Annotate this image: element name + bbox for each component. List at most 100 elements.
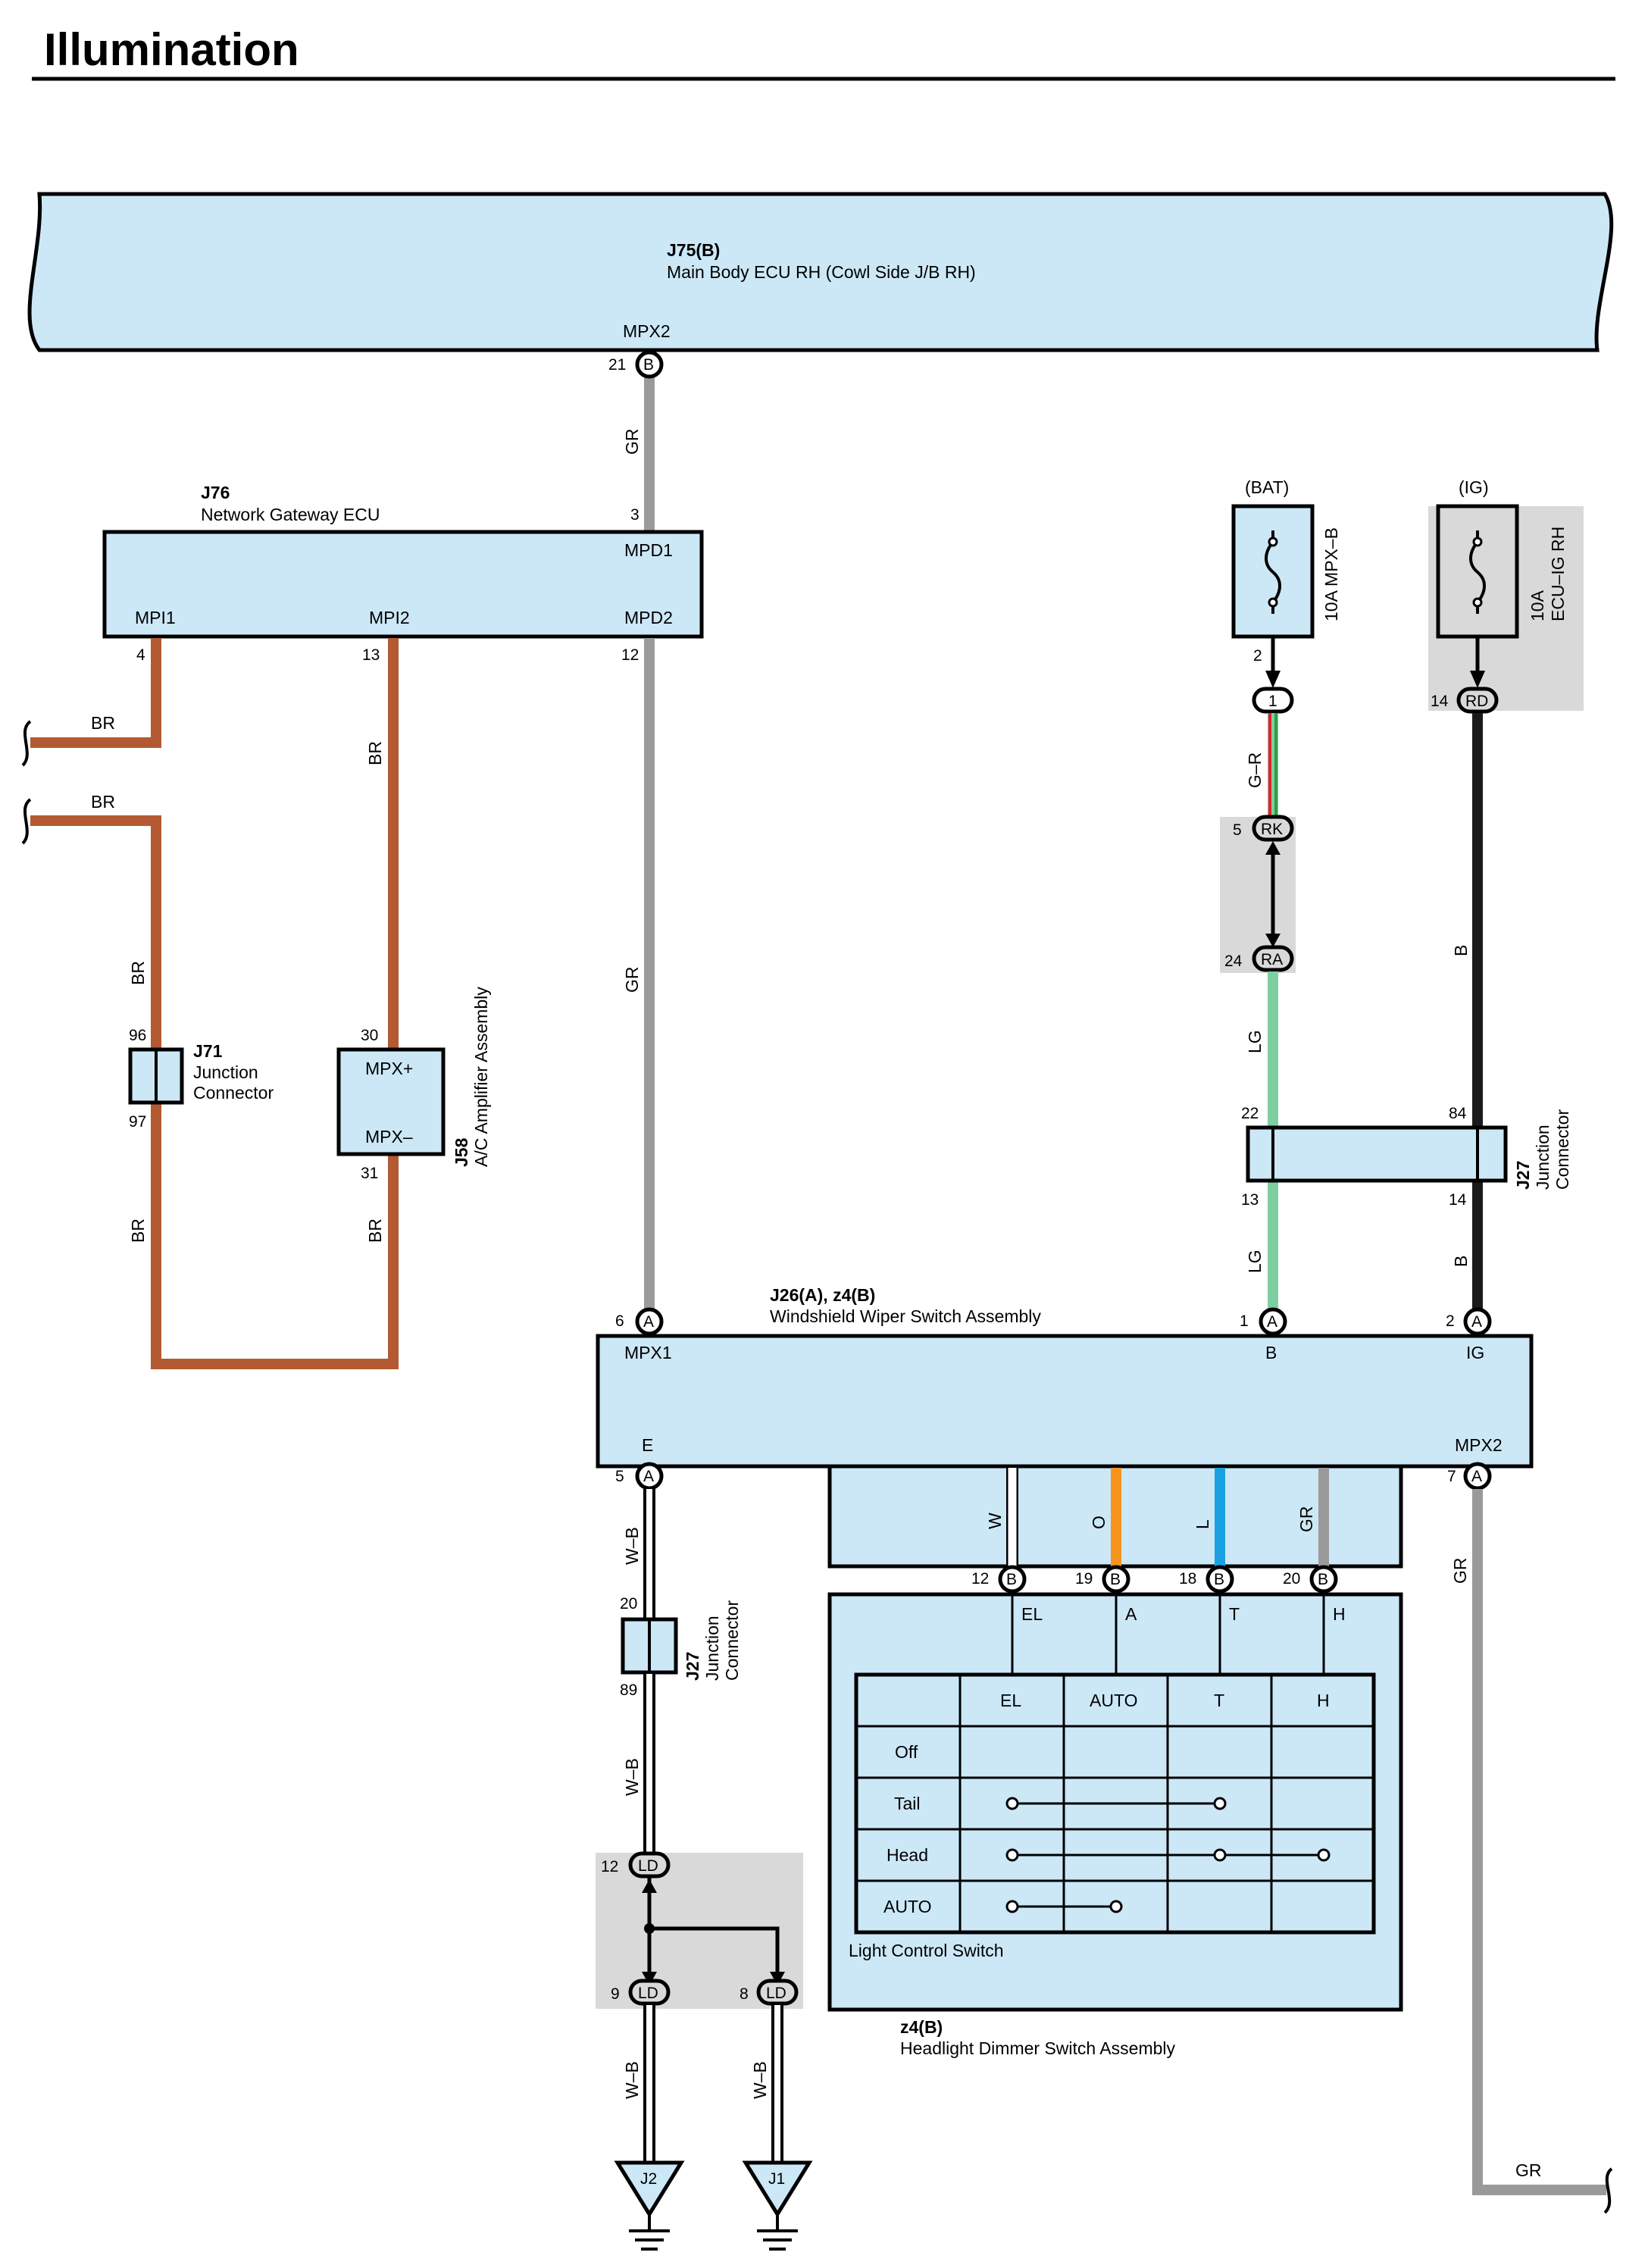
switch-row-tail: Tail (894, 1794, 921, 1813)
fuse-ig-rating-line2: ECU–IG RH (1548, 527, 1568, 621)
fuse-bat-arrow (1265, 671, 1281, 688)
wire-label-br-3: BR (128, 961, 148, 985)
rk-ra-arrow-down (1265, 934, 1281, 947)
wire-label-o: O (1089, 1516, 1109, 1529)
j76-terminal-mpi2: MPI2 (369, 608, 410, 627)
j27r-pin-14: 14 (1449, 1191, 1467, 1209)
j26-pin-1: 1 (1240, 1312, 1249, 1330)
ground-j2-triangle (614, 2160, 685, 2218)
wire-break-2 (21, 798, 32, 845)
switch-tail-dot-t (1213, 1797, 1227, 1810)
rd-pin-14: 14 (1431, 693, 1449, 710)
fuse-bat-pin-2: 2 (1253, 647, 1262, 665)
j75-terminal-mpx2: MPX2 (623, 321, 671, 341)
ra-pin-24: 24 (1224, 953, 1243, 970)
z4-conn-t-letter: B (1214, 1571, 1224, 1588)
j27r-name-line2: Connector (1553, 1109, 1572, 1190)
wire-label-br-5: BR (365, 741, 385, 765)
wire-label-lg-1: LG (1245, 1030, 1265, 1053)
j26-conn-e-letter: A (643, 1468, 654, 1485)
wire-label-b-2: B (1451, 1256, 1471, 1267)
switch-auto-dot-a (1109, 1900, 1123, 1913)
j26-pin-6: 6 (615, 1312, 624, 1330)
j76-code: J76 (201, 483, 230, 502)
j27l-pin-89: 89 (620, 1681, 637, 1699)
z4-conn-h (1309, 1565, 1338, 1594)
j26-pin-5: 5 (615, 1468, 624, 1485)
switch-col-t: T (1214, 1691, 1224, 1710)
j26-conn-e (635, 1462, 664, 1491)
switch-table-frame (854, 1672, 1376, 1935)
j76-pin-12: 12 (621, 646, 639, 664)
wire-label-gr-1: GR (622, 429, 642, 455)
switch-col-el: EL (1000, 1691, 1021, 1710)
j76-name: Network Gateway ECU (201, 505, 380, 524)
connector-1-id: 1 (1268, 693, 1277, 710)
wire-label-wb-3: W–B (622, 2061, 642, 2099)
connector-ra (1252, 945, 1294, 972)
rk-pin-5: 5 (1233, 821, 1242, 839)
j75-main-body-ecu (27, 192, 1614, 352)
switch-head-dot-el (1005, 1848, 1019, 1862)
wire-label-gr-2: GR (622, 967, 642, 993)
switch-row-head: Head (887, 1845, 928, 1865)
z4-conn-h-letter: B (1318, 1571, 1328, 1588)
j26-terminal-mpx1: MPX1 (624, 1343, 672, 1362)
j26-pin-2: 2 (1446, 1312, 1455, 1330)
j26-name: Windshield Wiper Switch Assembly (770, 1306, 1041, 1326)
wire-label-gr-5: GR (1296, 1506, 1316, 1533)
j26-conn-mpx2-letter: A (1471, 1468, 1482, 1485)
j27r-name-line1: Junction (1533, 1125, 1553, 1190)
light-control-switch-table: EL AUTO T H Off Tail Head AUTO (854, 1672, 1376, 1935)
j75-pin-21: 21 (608, 356, 626, 374)
connector-ld-top-id: LD (638, 1857, 658, 1875)
j27r-pin-84: 84 (1449, 1105, 1467, 1122)
light-control-switch-label: Light Control Switch (849, 1941, 1004, 1960)
j27-right-junction-connector (1246, 1125, 1508, 1183)
wire-break-1 (21, 720, 32, 767)
j58-terminal-mpx-plus: MPX+ (365, 1059, 413, 1078)
j71-code: J71 (193, 1041, 223, 1061)
fuse-bat-dot-top (1268, 536, 1278, 547)
z4-pin-12: 12 (971, 1570, 989, 1588)
bat-supply-label: (BAT) (1245, 477, 1289, 497)
j58-name: A/C Amplifier Assembly (471, 987, 491, 1167)
switch-row-off: Off (895, 1742, 918, 1762)
j27l-code: J27 (683, 1652, 702, 1681)
j27l-name-line1: Junction (702, 1616, 722, 1681)
fuse-bat-rating: 10A MPX–B (1321, 527, 1341, 621)
z4-term-a: A (1125, 1604, 1137, 1624)
connector-ld-b-id: LD (766, 1985, 786, 2002)
z4-name: Headlight Dimmer Switch Assembly (900, 2038, 1176, 2058)
fuse-ig-dot-bottom (1472, 597, 1483, 608)
switch-row-auto: AUTO (883, 1897, 931, 1916)
j26-terminal-ig: IG (1466, 1343, 1484, 1362)
ld-arrow-down-b (770, 1972, 785, 1985)
j75-name: Main Body ECU RH (Cowl Side J/B RH) (667, 262, 976, 282)
ground-j2-label: J2 (640, 2170, 657, 2188)
ground-j1-label: J1 (768, 2170, 785, 2188)
wire-label-gr-3: GR (1450, 1558, 1470, 1584)
z4-code: z4(B) (900, 2017, 943, 2037)
wire-label-br-4: BR (128, 1218, 148, 1243)
wire-label-gr-4: GR (1515, 2160, 1542, 2180)
j26-conn-b (1259, 1307, 1287, 1336)
j76-terminal-mpd1: MPD1 (624, 540, 673, 560)
wire-label-b-1: B (1451, 945, 1471, 956)
j76-terminal-mpi1: MPI1 (135, 608, 176, 627)
ld-top-pin-12: 12 (601, 1858, 618, 1875)
wire-label-w: W (985, 1513, 1005, 1529)
j58-pin-31: 31 (361, 1165, 378, 1182)
j58-terminal-mpx-minus: MPX– (365, 1127, 413, 1147)
j71-pin-96: 96 (129, 1027, 146, 1044)
connector-ld-top (628, 1851, 671, 1879)
j58-code: J58 (452, 1137, 471, 1167)
j26-pin-7: 7 (1447, 1468, 1456, 1485)
j71-name-line2: Connector (193, 1083, 274, 1103)
j27r-pin-13: 13 (1241, 1191, 1259, 1209)
switch-tail-dot-el (1005, 1797, 1019, 1810)
j27r-pin-22: 22 (1241, 1105, 1259, 1122)
j71-pin-97: 97 (129, 1113, 146, 1131)
connector-rd-id: RD (1465, 693, 1488, 710)
